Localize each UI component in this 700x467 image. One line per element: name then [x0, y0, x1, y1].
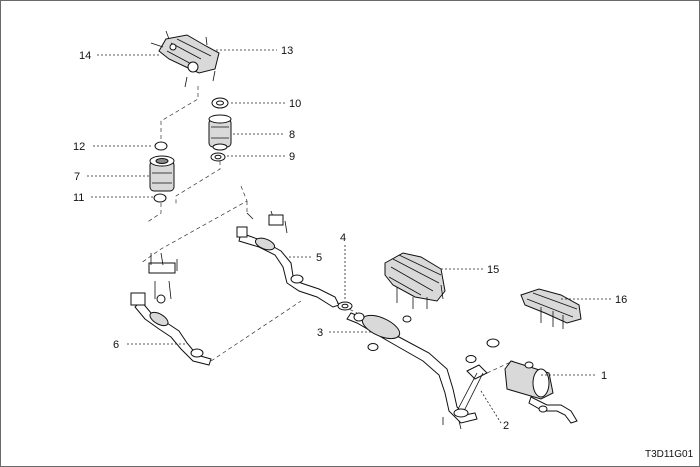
callout-8: 8: [289, 129, 295, 141]
gasket-ring-11: [153, 193, 167, 203]
callout-1: 1: [601, 370, 607, 382]
gasket-9: [210, 152, 226, 162]
figure-code: T3D11G01: [645, 449, 694, 460]
callout-10: 10: [289, 98, 301, 110]
hanger-bracket-2: [442, 364, 488, 430]
callout-4: 4: [340, 232, 346, 244]
callout-11: 11: [73, 192, 84, 204]
callout-5: 5: [316, 252, 322, 264]
gasket-ring-12: [154, 141, 168, 151]
center-pipe-resonator-3: [346, 312, 478, 424]
callout-13: 13: [281, 45, 293, 57]
callout-3: 3: [317, 327, 323, 339]
gasket-10: [211, 97, 229, 109]
manifold-heat-shield: [150, 30, 220, 88]
front-pipe-5: [236, 210, 340, 308]
callout-14: 14: [79, 50, 91, 62]
callout-12: 12: [73, 141, 85, 153]
callout-6: 6: [113, 339, 119, 351]
main-muffler-1: [486, 338, 578, 424]
callout-2: 2: [503, 420, 509, 432]
callout-7: 7: [74, 171, 80, 183]
callout-9: 9: [289, 151, 295, 163]
catalytic-converter-7: [149, 155, 175, 192]
callout-numbers: 1 2 3 4 5 6 7 8 9 10 11 12 13 14 15 16: [73, 45, 627, 432]
heat-shield-16: [520, 288, 582, 329]
callout-16: 16: [615, 294, 627, 306]
gasket-4: [337, 301, 353, 311]
catalytic-converter-8: [208, 114, 232, 151]
leader-lines: [87, 49, 611, 424]
heat-shield-15: [384, 252, 446, 309]
front-pipe-6: [130, 252, 212, 366]
callout-15: 15: [487, 264, 499, 276]
